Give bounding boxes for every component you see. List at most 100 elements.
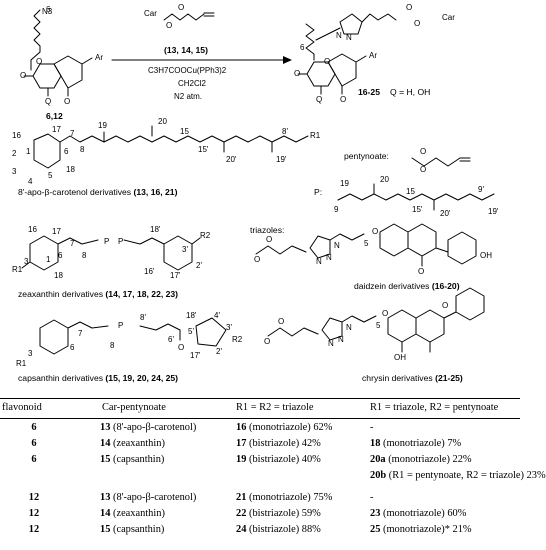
apo-num-8p: 8'	[282, 127, 288, 136]
reagent-compounds: (13, 14, 15)	[164, 45, 208, 55]
table-cell-r-mixed-text: (monotriazole) 22%	[388, 454, 472, 465]
cap-num-17p: 17'	[190, 351, 201, 360]
apo-num-1: 1	[26, 147, 31, 156]
dai-o2: O	[254, 255, 261, 264]
header-r-mixed: R1 = triazole, R2 = pentynoate	[370, 402, 499, 413]
dai-n2: N	[334, 241, 340, 250]
table-cell-r-mixed-text: -	[370, 492, 374, 503]
table-cell-r-equal: 19 (bistriazole) 40%	[236, 454, 321, 465]
cap-num-4p: 4'	[214, 311, 220, 320]
table-cell-r-mixed: 18 (monotriazole) 7%	[370, 438, 461, 449]
table-cell-r-equal: 21 (monotriazole) 75%	[236, 492, 332, 503]
reactant-structure	[23, 9, 93, 97]
table-cell-r-mixed-text: -	[370, 422, 374, 433]
chr-o2: O	[264, 337, 271, 346]
table-cell-r-mixed-text: (monotriazole)* 21%	[383, 524, 472, 535]
dai-o3: O	[372, 227, 379, 236]
table-cell-car-name: (capsanthin)	[113, 524, 165, 535]
zea-num-8: 8	[82, 251, 87, 260]
table-cell-car-num: 14	[100, 508, 111, 519]
table-cell-car-num: 14	[100, 438, 111, 449]
apo-num-19p: 19'	[276, 155, 287, 164]
chr-n: 5	[376, 321, 381, 330]
zea-num-16: 16	[28, 225, 37, 234]
table-cell-flav: 12	[28, 508, 40, 519]
table-cell-r-equal-text: (bistriazole) 40%	[249, 454, 321, 465]
reactant-ring-o: O	[36, 57, 43, 66]
cap-num-8p: 8'	[140, 313, 146, 322]
zea-num-18: 18	[54, 271, 63, 280]
polyene-num-9p: 9'	[478, 185, 484, 194]
catalyst: C3H7COOCu(PPh3)2	[148, 66, 227, 75]
table-header: flavonoid Car-pentynoate R1 = R2 = triaz…	[0, 402, 520, 416]
table-top-rule	[0, 398, 520, 399]
apo-num-3: 3	[12, 167, 17, 176]
table-cell-car: 15 (capsanthin)	[100, 524, 164, 535]
product-car: Car	[442, 13, 455, 22]
table-cell-r-mixed-num: 20b	[370, 470, 387, 481]
polyene-num-15: 15	[406, 187, 415, 196]
apo-num-2: 2	[12, 149, 17, 158]
atmosphere: N2 atm.	[174, 92, 203, 101]
zea-caption: zeaxanthin derivatives (14, 17, 18, 22, …	[18, 289, 179, 299]
product-compound: 16-25	[358, 87, 380, 97]
zea-p1: P	[104, 237, 110, 246]
chrysin-structure	[267, 287, 485, 353]
polyene-num-9: 9	[334, 205, 339, 214]
header-r-equal: R1 = R2 = triazole	[236, 402, 314, 413]
table-cell-r-equal: 17 (bistriazole) 42%	[236, 438, 321, 449]
table-cell-flav: 6	[31, 422, 37, 433]
table-cell-r-mixed-text: (monotriazole) 7%	[383, 438, 462, 449]
solvent: CH2Cl2	[178, 79, 207, 88]
cap-num-3p: 3'	[226, 323, 232, 332]
pentynoate-o1: O	[420, 165, 427, 174]
table-cell-r-equal-text: (monotriazole) 62%	[249, 422, 333, 433]
reactant-q: Q	[45, 97, 52, 106]
reactant-ether-o: O	[20, 71, 27, 80]
polyene-num-19: 19	[340, 179, 349, 188]
cap-num-8: 8	[110, 341, 115, 350]
table-cell-r-mixed-num: 18	[370, 438, 381, 449]
table-cell-flav: 12	[28, 492, 40, 503]
zea-num-6: 6	[58, 251, 63, 260]
product-n2: N	[346, 33, 352, 42]
dai-oh: OH	[480, 251, 492, 260]
dai-caption: daidzein derivatives (16-20)	[354, 281, 460, 291]
apo-num-8: 8	[80, 145, 85, 154]
table-cell-car-name: (8'-apo-β-carotenol)	[113, 492, 197, 503]
table-cell-flav: 12	[28, 524, 40, 535]
polyene-num-20p: 20'	[440, 209, 451, 218]
cap-num-2p: 2'	[216, 347, 222, 356]
header-car: Car-pentynoate	[102, 402, 166, 413]
reaction-arrowhead	[283, 56, 292, 64]
apo-num-19: 19	[98, 121, 107, 130]
table-cell-r-mixed: 23 (monotriazole) 60%	[370, 508, 466, 519]
table-cell-r-equal-num: 19	[236, 454, 247, 465]
reagent-carbonyl-o: O	[178, 3, 185, 12]
reagent-car: Car	[144, 9, 157, 18]
apo-num-17: 17	[52, 125, 61, 134]
dai-o1: O	[266, 235, 273, 244]
cap-r1: R1	[16, 359, 27, 368]
chr-o3: O	[382, 309, 389, 318]
table-cell-r-mixed-num: 20a	[370, 454, 386, 465]
apo-caption: 8'-apo-β-carotenol derivatives (13, 16, …	[18, 187, 178, 197]
apo-r1: R1	[310, 131, 321, 140]
zea-num-1: 1	[46, 255, 51, 264]
table-cell-car: 14 (zeaxanthin)	[100, 438, 165, 449]
table-cell-flav: 6	[31, 438, 37, 449]
chr-o1: O	[278, 317, 285, 326]
apo-num-16: 16	[12, 131, 21, 140]
product-chain-n: 6	[300, 43, 305, 52]
azide-group: N3	[42, 7, 53, 16]
zea-num-3: 3	[24, 257, 29, 266]
zea-num-2p: 2'	[196, 261, 202, 270]
table-cell-r-equal: 22 (bistriazole) 59%	[236, 508, 321, 519]
table-cell-car-name: (zeaxanthin)	[113, 508, 165, 519]
scheme-drawing	[21, 9, 495, 355]
table-cell-car: 15 (capsanthin)	[100, 454, 164, 465]
chr-n1: N	[338, 335, 344, 344]
azide-chain-n: 6	[46, 5, 51, 14]
table-cell-car-name: (capsanthin)	[113, 454, 165, 465]
zea-num-17: 17	[52, 227, 61, 236]
